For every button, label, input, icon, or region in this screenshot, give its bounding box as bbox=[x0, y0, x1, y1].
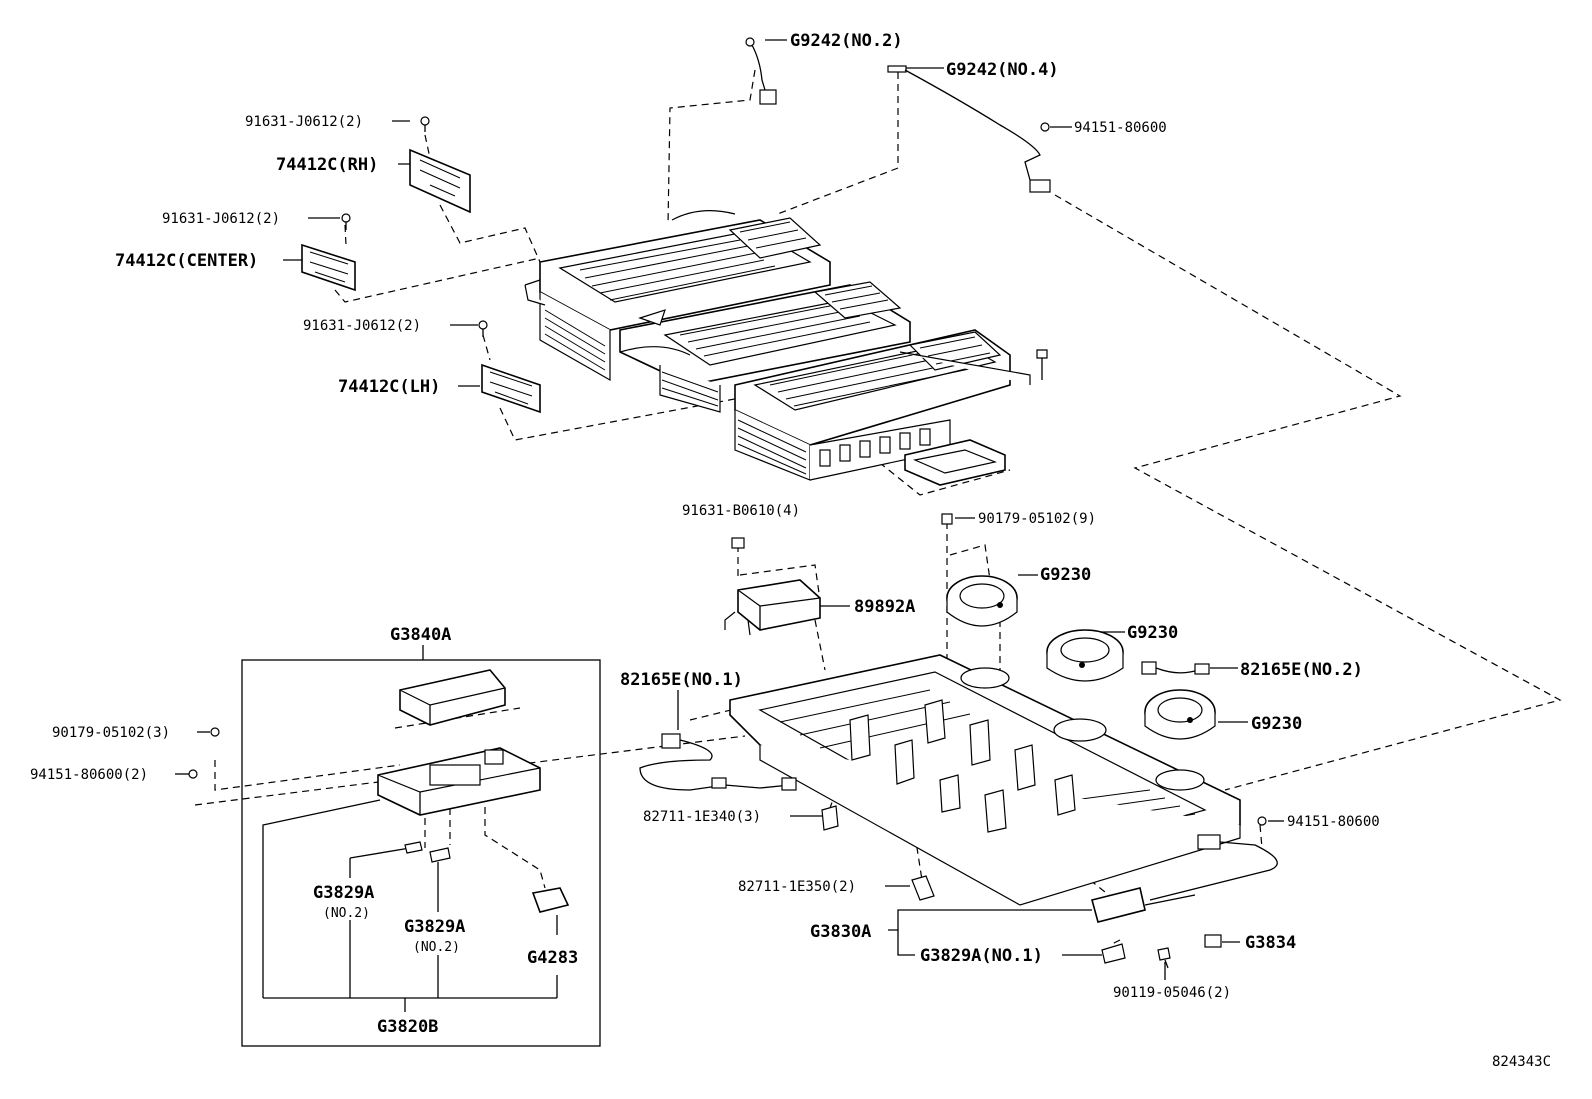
label-g9230-b: G9230 bbox=[1127, 623, 1178, 643]
label-74412c-lh: 74412C(LH) bbox=[338, 377, 440, 397]
label-82165e-no1: 82165E(NO.1) bbox=[620, 670, 743, 690]
harness-g3830a bbox=[1091, 816, 1278, 948]
label-g3829a-mid-sub: (NO.2) bbox=[413, 940, 460, 955]
battery-tray bbox=[729, 654, 1241, 906]
label-g3834: G3834 bbox=[1245, 933, 1296, 953]
module-89892a bbox=[724, 579, 821, 636]
label-91631-j0612-center: 91631-J0612(2) bbox=[162, 211, 280, 227]
nut-90179-05102-9 bbox=[941, 513, 953, 525]
label-91631-b0610: 91631-B0610(4) bbox=[682, 503, 800, 519]
fan-g9230-b bbox=[1046, 629, 1124, 682]
label-g3829a-mid: G3829A bbox=[404, 917, 465, 937]
label-diagram-code: 824343C bbox=[1492, 1054, 1551, 1070]
relay-cover bbox=[399, 669, 506, 726]
label-g4283: G4283 bbox=[527, 948, 578, 968]
wire-82165e-no2 bbox=[1141, 661, 1210, 675]
bolt-90119-05046 bbox=[1157, 947, 1171, 969]
clip-74412c-center bbox=[301, 213, 356, 292]
label-g3840a: G3840A bbox=[390, 625, 451, 645]
label-g3830a: G3830A bbox=[810, 922, 871, 942]
label-90179-05102-3: 90179-05102(3) bbox=[52, 725, 170, 741]
clip-74412c-rh bbox=[409, 116, 471, 214]
battery-module-stack bbox=[524, 210, 1048, 486]
label-82711-1e350: 82711-1E350(2) bbox=[738, 879, 856, 895]
label-94151-80600-right: 94151-80600 bbox=[1287, 814, 1380, 830]
fan-g9230-c bbox=[1144, 689, 1216, 740]
clip-74412c-lh bbox=[478, 320, 541, 414]
label-g3829a-left-sub: (NO.2) bbox=[323, 906, 370, 921]
resistor-g4283 bbox=[531, 887, 570, 913]
relay-block bbox=[377, 747, 541, 816]
label-g9242-no4: G9242(NO.4) bbox=[946, 60, 1059, 80]
label-82711-1e340: 82711-1E340(3) bbox=[643, 809, 761, 825]
label-91631-j0612-lh: 91631-J0612(2) bbox=[303, 318, 421, 334]
label-90179-05102-9: 90179-05102(9) bbox=[978, 511, 1096, 527]
label-g3820b: G3820B bbox=[377, 1017, 438, 1037]
g3840a-frame bbox=[241, 659, 601, 1047]
sensor-g3829a-no1 bbox=[1101, 943, 1126, 964]
wire-g9242-no2 bbox=[745, 37, 777, 105]
label-g9242-no2: G9242(NO.2) bbox=[790, 31, 903, 51]
label-94151-80600-top: 94151-80600 bbox=[1074, 120, 1167, 136]
label-89892a: 89892A bbox=[854, 597, 915, 617]
wire-82165e-no1 bbox=[639, 733, 797, 791]
label-91631-j0612-rh: 91631-J0612(2) bbox=[245, 114, 363, 130]
label-g3829a-no1: G3829A(NO.1) bbox=[920, 946, 1043, 966]
label-82165e-no2: 82165E(NO.2) bbox=[1240, 660, 1363, 680]
label-90119-05046: 90119-05046(2) bbox=[1113, 985, 1231, 1001]
label-g9230-c: G9230 bbox=[1251, 714, 1302, 734]
label-g9230-a: G9230 bbox=[1040, 565, 1091, 585]
nut-91631-b0610 bbox=[731, 537, 745, 549]
sensor-g3829a-no2 bbox=[404, 841, 451, 863]
leader-lines bbox=[175, 39, 1284, 1012]
clip-82711-1e350 bbox=[911, 875, 935, 901]
label-74412c-rh: 74412C(RH) bbox=[276, 155, 378, 175]
label-74412c-center: 74412C(CENTER) bbox=[115, 251, 258, 271]
fan-g9230-a bbox=[946, 575, 1018, 627]
label-g3829a-left: G3829A bbox=[313, 883, 374, 903]
part-labels: G9242(NO.2) G9242(NO.4) 94151-80600 9163… bbox=[30, 31, 1551, 1070]
clip-82711-1e340 bbox=[821, 805, 839, 831]
label-94151-80600-2: 94151-80600(2) bbox=[30, 767, 148, 783]
wire-g9242-no4 bbox=[887, 65, 1051, 193]
nuts-left bbox=[188, 727, 220, 779]
